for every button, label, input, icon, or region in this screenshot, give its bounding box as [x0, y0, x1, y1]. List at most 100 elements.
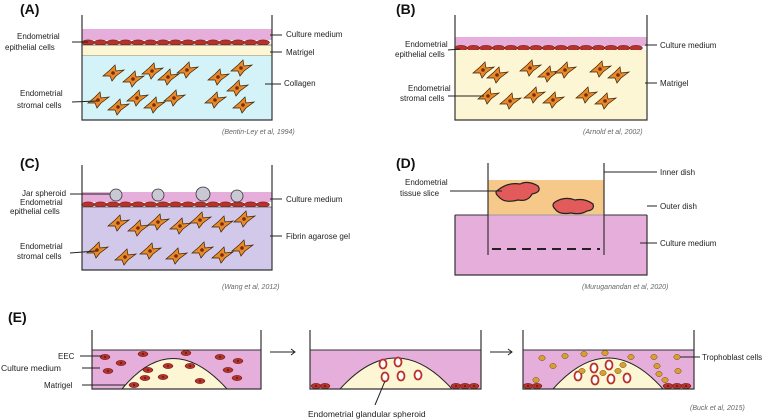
cell-nucleus	[464, 385, 466, 387]
cell-nucleus	[527, 385, 529, 387]
epithelial-cell	[181, 39, 195, 46]
stromal-cell-nucleus	[598, 67, 602, 71]
stromal-cell-nucleus	[616, 73, 620, 77]
glandular-spheroid	[393, 356, 403, 368]
stromal-cell-nucleus	[198, 218, 202, 222]
epithelial-cell	[156, 39, 170, 46]
label-jar-spheroid: Jar spheroid	[22, 189, 66, 198]
cell-nucleus	[324, 385, 326, 387]
stromal-cell-nucleus	[95, 248, 99, 252]
trophoblast-cell	[580, 351, 588, 357]
panel-b: (B) Endometrial epithelial cells Endomet…	[395, 1, 717, 136]
citation-e: (Buck et al, 2015)	[690, 405, 745, 412]
glandular-spheroid	[622, 372, 632, 384]
trophoblast-cell	[578, 368, 586, 374]
label-outer-dish: Outer dish	[660, 202, 697, 211]
arrow-right-icon	[490, 348, 513, 356]
citation-d: (Muruganandan et al, 2020)	[582, 284, 668, 291]
panel-e: (E) EEC Culture	[1, 309, 762, 419]
cell-nucleus	[120, 362, 122, 364]
well-1	[91, 330, 262, 390]
matrigel-layer	[455, 50, 647, 120]
stromal-cell-nucleus	[242, 217, 246, 221]
label-culture-medium: Culture medium	[286, 30, 343, 39]
label-culture-medium: Culture medium	[660, 41, 717, 50]
epithelial-cell	[131, 201, 145, 208]
epithelial-cell	[143, 201, 158, 208]
panel-e-title: (E)	[8, 309, 27, 325]
jar-spheroids	[109, 186, 244, 203]
well-outline	[81, 15, 273, 121]
stromal-cell-nucleus	[150, 69, 154, 73]
epithelial-cell	[118, 39, 133, 46]
cell-nucleus	[236, 377, 238, 379]
cell-nucleus	[473, 385, 475, 387]
label-stromal: Endometrial	[408, 84, 451, 93]
epithelial-cell	[516, 45, 531, 51]
glandular-spheroid	[573, 370, 583, 382]
cell-nucleus	[685, 385, 687, 387]
stromal-cell-nucleus	[96, 98, 100, 102]
glandular-spheroid	[380, 371, 390, 383]
glandular-spheroid	[590, 374, 600, 386]
culture-medium-layer	[82, 29, 272, 40]
trophoblast-cell	[561, 353, 569, 359]
stromal-cell-nucleus	[528, 66, 532, 70]
epithelial-cell	[243, 201, 258, 208]
cell-nucleus	[142, 353, 144, 355]
stromal-cell-nucleus	[185, 68, 189, 72]
tissue-slice	[552, 197, 594, 215]
label-culture-medium: Culture medium	[286, 195, 343, 204]
epithelial-cell	[466, 45, 481, 51]
trophoblast-cell	[532, 377, 540, 383]
outer-dish	[454, 215, 648, 276]
stromal-cell-nucleus	[152, 103, 156, 107]
epithelial-cell	[504, 45, 518, 51]
stromal-cell-nucleus	[172, 96, 176, 100]
cell-nucleus	[133, 384, 135, 386]
cell-nucleus	[455, 385, 457, 387]
panel-c: (C) Jar spheroid Endometrial epithelial …	[10, 155, 350, 291]
cell-nucleus	[104, 356, 106, 358]
label-trophoblast-cells: Trophoblast cells	[702, 353, 762, 362]
label-stromal: Endometrial	[20, 242, 63, 251]
epithelial-cell	[529, 45, 543, 51]
cell-nucleus	[162, 376, 164, 378]
stromal-cell-nucleus	[563, 68, 567, 72]
label-matrigel: Matrigel	[44, 381, 73, 390]
epithelial-cell	[616, 45, 631, 51]
panel-d: (D) Endometrial tissue slice Inner dish …	[396, 155, 717, 291]
trophoblast-cell	[599, 370, 607, 376]
stromal-cells	[86, 210, 257, 266]
label-stromal: Endometrial	[20, 89, 63, 98]
label-collagen: Collagen	[284, 79, 316, 88]
cell-nucleus	[227, 369, 229, 371]
cell-nucleus	[147, 369, 149, 371]
label-epithelial-2: epithelial cells	[5, 43, 55, 52]
epithelial-cell	[604, 45, 618, 51]
stromal-cell-nucleus	[241, 103, 245, 107]
stromal-cell-nucleus	[111, 71, 115, 75]
label-tissue-slice: Endometrial	[405, 178, 448, 187]
stromal-cell-nucleus	[116, 105, 120, 109]
epithelial-cell	[93, 201, 108, 208]
label-matrigel: Matrigel	[286, 48, 315, 57]
well-outline	[454, 15, 648, 121]
label-epithelial: Endometrial	[20, 198, 63, 207]
label-inner-dish: Inner dish	[660, 168, 695, 177]
panel-a: (A) Endometrial epithelial cells Endomet…	[5, 1, 343, 136]
trophoblast-cell	[673, 354, 681, 360]
stromal-cell-nucleus	[551, 98, 555, 102]
cell-nucleus	[199, 380, 201, 382]
stromal-cell-nucleus	[239, 66, 243, 70]
citation-a: (Bentin-Ley et al, 1994)	[222, 129, 295, 136]
stromal-cell-nucleus	[546, 72, 550, 76]
label-stromal-2: stromal cells	[17, 101, 61, 110]
epithelial-cell	[541, 45, 556, 51]
glandular-spheroid	[413, 369, 423, 381]
epithelial-cell	[168, 39, 183, 46]
label-eec: EEC	[58, 352, 75, 361]
epithelial-cell	[106, 39, 120, 46]
glandular-spheroid	[589, 362, 599, 374]
label-epithelial-2: epithelial cells	[395, 50, 445, 59]
